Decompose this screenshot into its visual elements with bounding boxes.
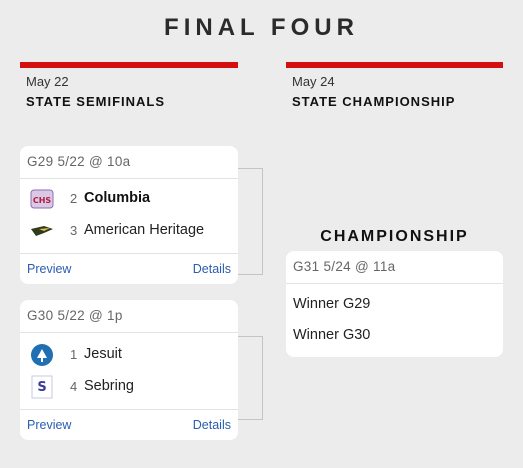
bracket-connector-top [238,168,263,275]
sebring-logo-icon: S [31,375,53,399]
columbia-logo-icon: CHS [30,189,54,209]
championship-round-label: STATE CHAMPIONSHIP [292,94,456,109]
preview-link[interactable]: Preview [27,418,72,432]
semifinals-date: May 22 [26,74,69,89]
details-link[interactable]: Details [192,418,231,432]
team-seed: 4 [70,379,78,394]
game-header: G30 5/22 @ 1p [20,300,238,333]
team-name: Sebring [84,378,134,394]
team-seed: 3 [70,223,78,238]
game-footer: Preview Details [20,253,238,284]
championship-label: CHAMPIONSHIP [320,228,469,245]
team-name: American Heritage [84,222,205,238]
team-seed: 2 [70,191,78,206]
preview-link[interactable]: Preview [27,262,72,276]
svg-text:CHS: CHS [33,196,52,205]
game-footer: Preview Details [20,409,238,440]
championship-accent-bar [286,62,503,68]
team-seed: 1 [70,347,78,362]
american-heritage-logo-icon [31,226,53,236]
svg-text:S: S [37,380,46,395]
game-card-g30: G30 5/22 @ 1p 1 Jesuit S 4 Sebring Previ… [20,300,238,440]
details-link[interactable]: Details [192,262,231,276]
game-header: G29 5/22 @ 10a [20,146,238,179]
team-row-jesuit[interactable]: 1 Jesuit [20,339,238,371]
championship-date: May 24 [292,74,335,89]
team-row-columbia[interactable]: CHS 2 Columbia [20,183,238,215]
game-card-g29: G29 5/22 @ 10a CHS 2 Columbia 3 American… [20,146,238,284]
bracket-slot-winner-g30: Winner G30 [293,327,371,343]
game-card-g31: G31 5/24 @ 11a Winner G29 Winner G30 [286,251,503,357]
page-title: FINAL FOUR [164,14,359,41]
team-name: Jesuit [84,346,122,362]
bracket-slot-winner-g29: Winner G29 [293,296,371,312]
semifinals-round-label: STATE SEMIFINALS [26,94,166,109]
semifinals-accent-bar [20,62,238,68]
bracket-connector-bottom [238,336,263,420]
team-row-sebring[interactable]: S 4 Sebring [20,371,238,403]
team-name: Columbia [84,190,151,206]
team-row-american-heritage[interactable]: 3 American Heritage [20,215,238,247]
jesuit-logo-icon [31,344,53,366]
game-header: G31 5/24 @ 11a [286,251,503,284]
